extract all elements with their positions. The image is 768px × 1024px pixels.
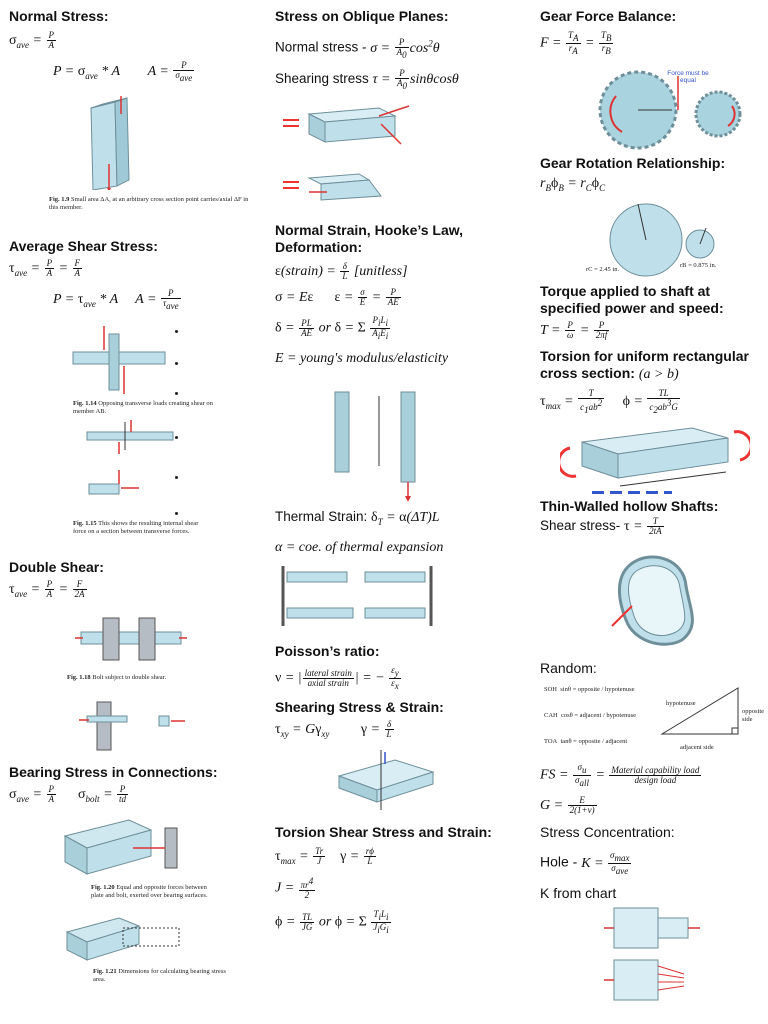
double-shear-heading: Double Shear: [9, 559, 104, 575]
thermal-eq1: Thermal Strain: δT = α(ΔT)L [275, 509, 440, 527]
concentration-figure-1 [604, 907, 700, 949]
thermal-section: Thermal Strain: δT = α(ΔT)L α = coe. of … [275, 508, 530, 558]
bearing-figure-2 [65, 917, 180, 961]
trig-adj-label: adjacent side [680, 744, 714, 751]
gear-rotation-section: Gear Rotation Relationship: rBϕB = rCϕC [540, 155, 765, 198]
trig-toa: TOA tanθ = opposite / adjacent [544, 738, 628, 745]
concentration-chart-note: K from chart [540, 884, 617, 901]
normal-stress-heading: Normal Stress: [9, 8, 109, 24]
concentration-figure-2 [604, 959, 685, 1001]
trig-opp-label: opposite side [742, 708, 765, 723]
torsion-section: Torsion Shear Stress and Strain: τmax = … [275, 824, 530, 934]
gear-rb-label: rB = 0.875 in. [680, 262, 717, 269]
torque-section: Torque applied to shaft at specified pow… [540, 283, 765, 341]
random-heading: Random: [540, 660, 597, 676]
bearing-caption-2: Fig. 1.21 Dimensions for calculating bea… [93, 968, 226, 983]
strain-section: Normal Strain, Hooke’s Law, Deformation:… [275, 222, 530, 369]
thermal-figure [281, 566, 433, 626]
trig-hyp-label: hypotenuse [666, 700, 696, 707]
rect-shaft-figure [560, 427, 750, 487]
oblique-figure-c [283, 105, 410, 145]
rect-section: Torsion for uniform rectangular cross se… [540, 348, 765, 416]
thin-heading: Thin-Walled hollow Shafts: [540, 498, 719, 514]
thermal-eq2: α = coe. of thermal expansion [275, 539, 444, 555]
shear-caption-2: Fig. 1.15 This shows the resulting inter… [73, 520, 199, 535]
normal-stress-figure [90, 96, 130, 190]
avg-shear-heading: Average Shear Stress: [9, 238, 158, 254]
oblique-section: Stress on Oblique Planes: Normal stress … [275, 8, 530, 91]
thin-walled-bar [592, 491, 672, 494]
rect-heading: Torsion for uniform rectangular cross se… [540, 348, 749, 382]
shear-figure-1 [72, 326, 166, 394]
shear-figure-2 [86, 420, 174, 454]
oblique-heading: Stress on Oblique Planes: [275, 8, 449, 24]
double-shear-caption: Fig. 1.18 Bolt subject to double shear. [67, 674, 167, 681]
normal-stress-caption: Fig. 1.9 Small area ΔA, at an arbitrary … [49, 196, 249, 211]
deformation-figure [334, 391, 416, 502]
strain-heading: Normal Strain, Hooke’s Law, Deformation: [275, 222, 464, 255]
trig-cah: CAH cosθ = adjacent / hypotenuse [544, 712, 636, 719]
strain-eq4: E = young's modulus/elasticity [275, 350, 449, 366]
gear-rotation-eq1: rBϕB = rCϕC [540, 176, 606, 193]
gear-rotation-heading: Gear Rotation Relationship: [540, 155, 726, 171]
thin-wall-figure [611, 555, 694, 646]
trig-triangle-figure [660, 687, 739, 735]
thin-section: Thin-Walled hollow Shafts: Shear stress-… [540, 498, 765, 537]
shearing-figure [337, 750, 435, 810]
gear-force-heading: Gear Force Balance: [540, 8, 677, 24]
random-section: Random: [540, 659, 765, 677]
torque-heading: Torque applied to shaft at specified pow… [540, 283, 724, 316]
shearing-section: Shearing Stress & Strain: τxy = Gγxy γ =… [275, 699, 530, 744]
shear-figure-3 [88, 470, 139, 495]
gear-rc-label: rC = 2.45 in. [586, 266, 620, 273]
torsion-heading: Torsion Shear Stress and Strain: [275, 824, 492, 840]
oblique-figure-d [283, 173, 382, 201]
gear-rotation-figure [609, 203, 715, 277]
bearing-caption-1: Fig. 1.20 Equal and opposite forces betw… [91, 884, 208, 899]
double-shear-bolt-figure [79, 701, 185, 751]
concentration-heading: Stress Concentration: [540, 824, 675, 840]
double-shear-figure [75, 617, 187, 661]
shear-caption-1: Fig. 1.14 Opposing transverse loads crea… [73, 400, 213, 415]
gear-force-figure [598, 70, 742, 150]
trig-soh: SOH sinθ = opposite / hypotenuse [544, 686, 635, 693]
bearing-heading: Bearing Stress in Connections: [9, 764, 218, 780]
poisson-heading: Poisson’s ratio: [275, 643, 380, 659]
gear-force-note: Force must be equal [667, 70, 709, 84]
shearing-heading: Shearing Stress & Strain: [275, 699, 444, 715]
bearing-figure-1 [63, 819, 178, 875]
